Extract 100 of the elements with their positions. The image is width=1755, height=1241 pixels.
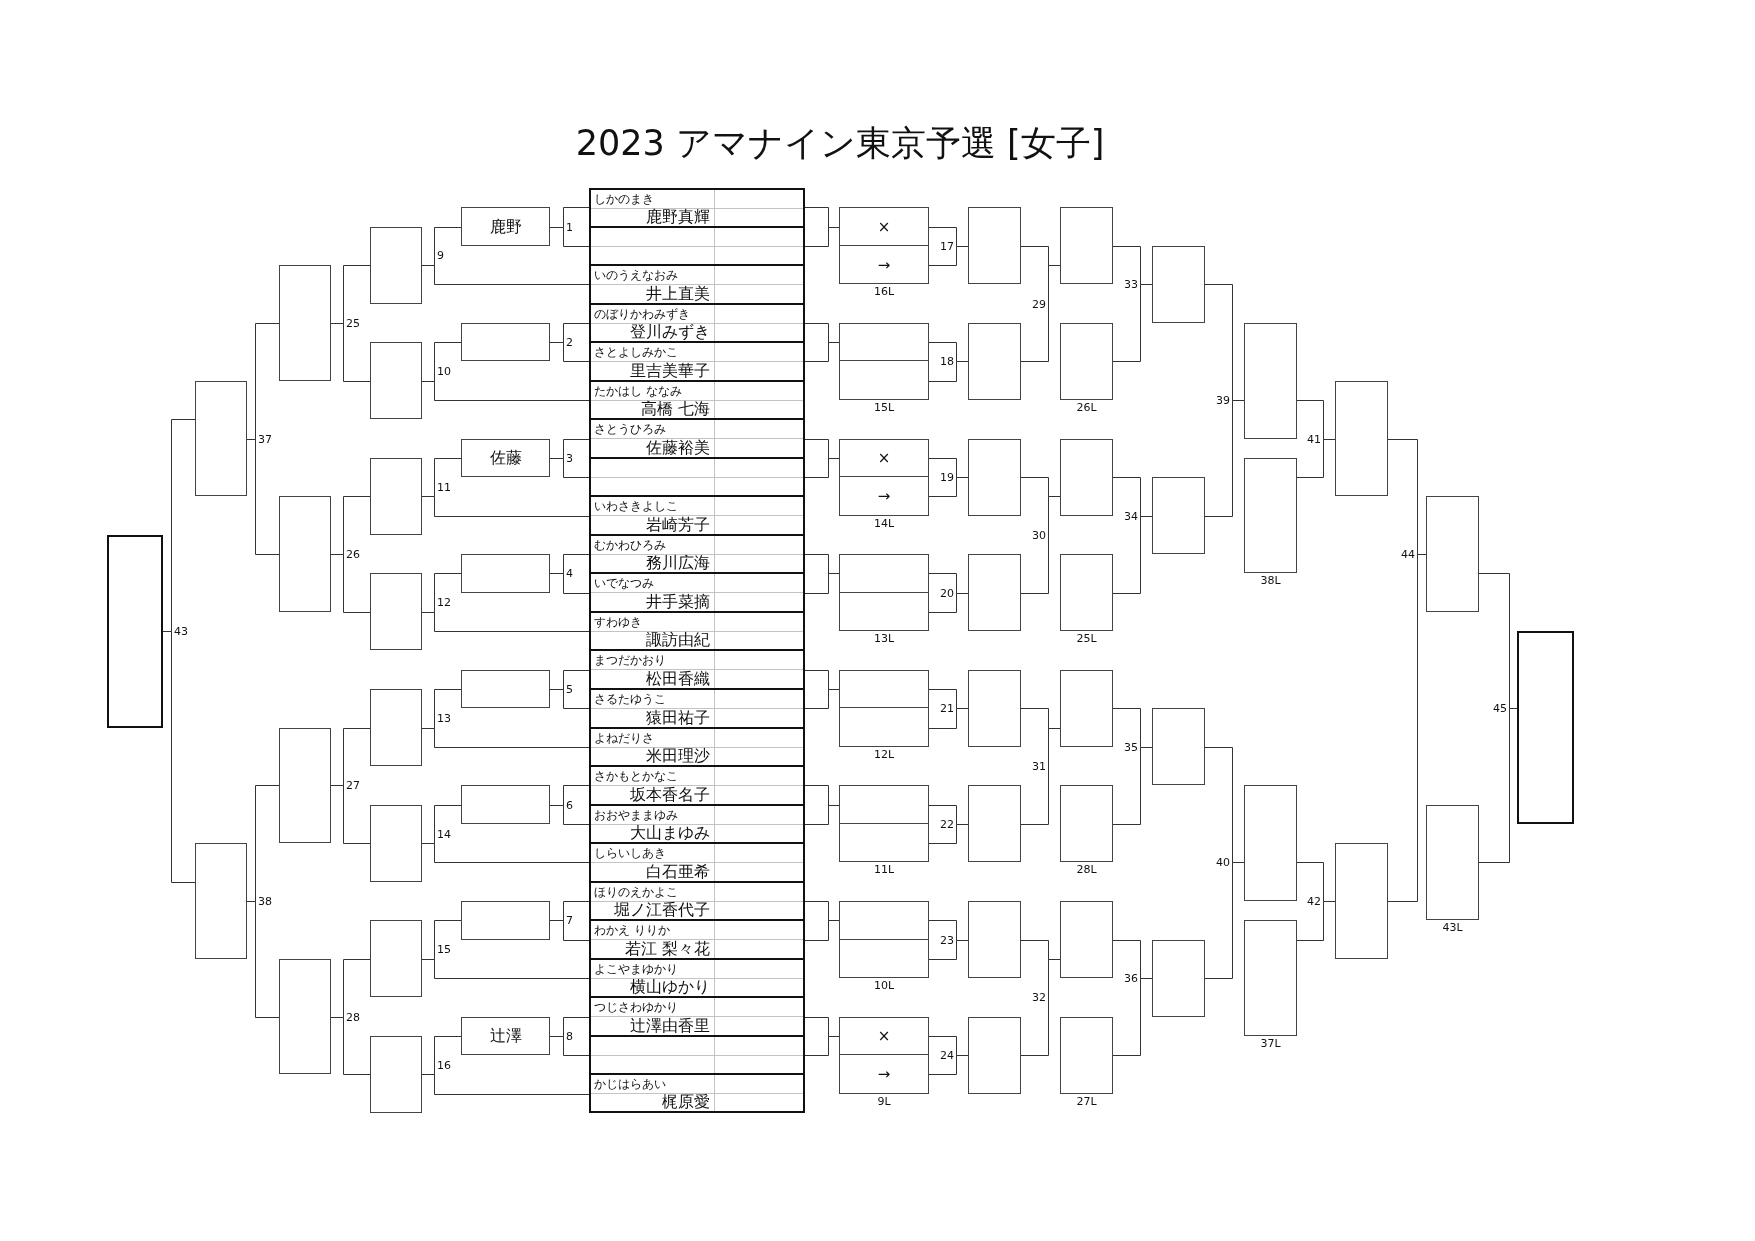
match-number: 33 [1124,278,1138,291]
bracket-box [461,554,550,593]
bracket-line [1204,862,1245,979]
furigana-text: たかはし ななみ [594,384,682,398]
slot-label: 25L [1076,633,1097,645]
bracket-line [1112,284,1153,362]
match-number: 5 [566,683,573,696]
bracket-box [370,227,422,304]
player-name: 猿田祐子 [646,709,710,726]
player-name: 井上直美 [646,285,710,302]
player-row [589,1074,805,1113]
match-number: 39 [1216,394,1230,407]
match-number: 3 [566,452,573,465]
player-name: 井手菜摘 [646,593,710,610]
slot-box [839,1055,929,1094]
status-mark: × [877,449,891,467]
status-mark: → [877,1065,891,1083]
bracket-box [461,670,550,708]
bracket-box [1060,670,1113,747]
bracket-box [968,439,1021,516]
bracket-line [549,1036,590,1056]
bracket-line [421,381,590,401]
blank-row [589,458,805,496]
furigana-text: おおやままゆみ [594,808,678,822]
match-number: 19 [940,471,954,484]
furigana-text: いわさきよしこ [594,499,678,513]
slot-box [839,901,929,940]
match-number: 40 [1216,856,1230,869]
bracket-box [279,496,331,612]
bracket-box [968,554,1021,631]
slot-box [839,323,929,361]
blank-row [589,227,805,265]
bracket-box [1152,940,1205,1017]
player-row [589,650,805,689]
player-row [589,381,805,419]
bracket-line [1020,265,1061,362]
bracket-line [804,805,840,825]
bracket-line [928,477,969,497]
bracket-box [195,843,247,959]
bracket-box [1244,920,1297,1036]
status-mark: × [877,1027,891,1045]
match-number: 42 [1307,895,1321,908]
bracket-box [370,689,422,766]
player-row [589,304,805,342]
slot-box [839,439,929,477]
player-row [589,342,805,381]
match-number: 30 [1032,529,1046,542]
bracket-line [421,612,590,632]
furigana-text: つじさわゆかり [594,1000,678,1014]
furigana-text: さるたゆうこ [594,692,666,706]
match-number: 38 [258,895,272,908]
match-number: 16 [437,1059,451,1072]
match-number: 6 [566,799,573,812]
player-row [589,419,805,458]
bracket-box [1335,381,1388,496]
slot-box [839,940,929,978]
bracket-line [246,439,280,555]
player-name: 大山まゆみ [630,824,710,841]
bracket-box [968,785,1021,862]
bracket-box [461,439,550,477]
bracket-line [421,843,590,863]
slot-box [839,824,929,862]
match-number: 10 [437,365,451,378]
player-name: 里吉美華子 [630,362,710,379]
player-name: 鹿野真輝 [646,208,710,225]
bracket-line [804,689,840,709]
player-row [589,573,805,612]
bracket-line [1296,439,1336,478]
match-number: 11 [437,481,451,494]
final-box [1517,631,1574,824]
player-row [589,805,805,843]
player-name: 松田香織 [646,670,710,687]
player-name: 佐藤裕美 [646,439,710,456]
bracket-box [461,901,550,940]
player-row [589,997,805,1036]
player-row [589,959,805,997]
slot-box [839,593,929,631]
bracket-box [1060,207,1113,284]
player-name: 白石亜希 [646,863,710,880]
bracket-box [1060,323,1113,400]
bracket-box [279,728,331,843]
match-number: 34 [1124,510,1138,523]
bracket-line [1020,728,1061,825]
bracket-box [370,458,422,535]
match-number: 31 [1032,760,1046,773]
slot-box [839,785,929,824]
match-number: 24 [940,1049,954,1062]
match-number: 15 [437,943,451,956]
match-number: 17 [940,240,954,253]
bracket-box [1060,554,1113,631]
bracket-line [804,1036,840,1056]
bracket-box [1244,458,1297,573]
match-number: 13 [437,712,451,725]
bracket-line [421,728,590,748]
slot-label: 15L [873,402,895,414]
bracket-line [928,824,969,844]
player-name: 鹿野 [489,217,522,236]
furigana-text: のぼりかわみずき [594,307,690,321]
bracket-box [370,805,422,882]
match-number: 28 [346,1011,360,1024]
